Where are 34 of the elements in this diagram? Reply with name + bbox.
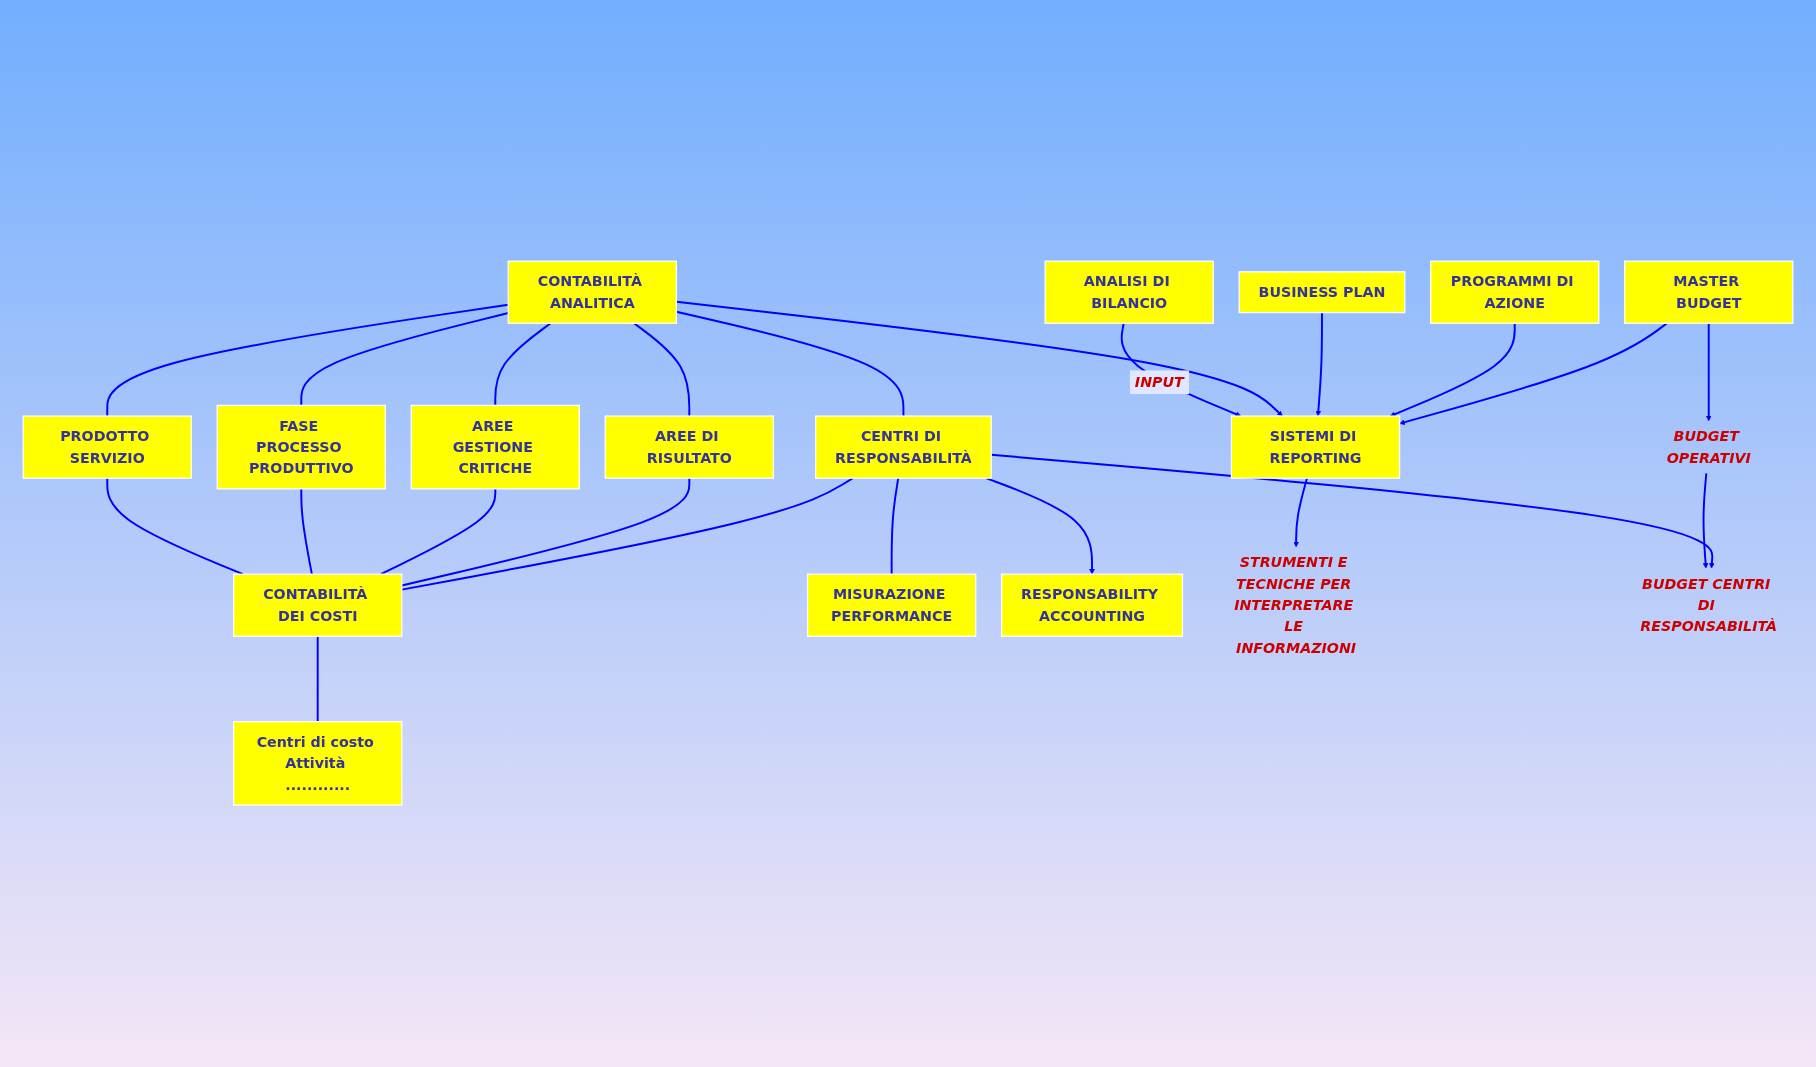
node-box: PROGRAMMI DI AZIONE: [1430, 260, 1600, 325]
node-text: BUDGET OPERATIVI: [1666, 428, 1751, 467]
arrow: [1702, 472, 1709, 569]
connector: [379, 488, 497, 576]
node-text: STRUMENTI E TECNICHE PER INTERPRETARE LE INFORMAZIONI: [1234, 554, 1357, 657]
node-box: CONTABILITÀ ANALITICA: [507, 260, 678, 325]
node-box: MASTER BUDGET: [1624, 260, 1794, 325]
node-box: CONTABILITÀ DEI COSTI: [233, 573, 403, 638]
node-box: Centri di costo Attività ............: [233, 721, 403, 807]
connector: [633, 322, 691, 418]
node-box: BUSINESS PLAN: [1238, 271, 1406, 314]
node-box: PRODOTTO SERVIZIO: [22, 415, 192, 480]
node-box: MISURAZIONE PERFORMANCE: [806, 573, 977, 638]
connector: [106, 477, 244, 576]
node-box: FASE PROCESSO PRODUTTIVO: [216, 405, 386, 490]
node-box: SISTEMI DI REPORTING: [1230, 415, 1401, 480]
arrow: [1293, 477, 1308, 548]
node-box: CENTRI DI RESPONSABILITÀ: [815, 415, 992, 480]
node-box: AREE DI RISULTATO: [604, 415, 775, 480]
edge-label: INPUT: [1134, 374, 1184, 391]
connector: [316, 635, 319, 723]
arrow: [1399, 322, 1668, 426]
connector: [890, 477, 900, 576]
arrow: [1705, 322, 1712, 422]
connector: [494, 322, 552, 407]
node-box: ANALISI DI BILANCIO: [1044, 260, 1214, 325]
node-box: AREE GESTIONE CRITICHE: [410, 405, 580, 490]
arrow: [1120, 322, 1242, 418]
node-text: BUDGET CENTRI DI RESPONSABILITÀ: [1640, 576, 1778, 636]
arrow: [1389, 322, 1516, 418]
arrow: [985, 477, 1095, 575]
arrow: [1315, 312, 1323, 417]
connector: [300, 488, 313, 576]
node-box: RESPONSABILITY ACCOUNTING: [1000, 573, 1184, 638]
